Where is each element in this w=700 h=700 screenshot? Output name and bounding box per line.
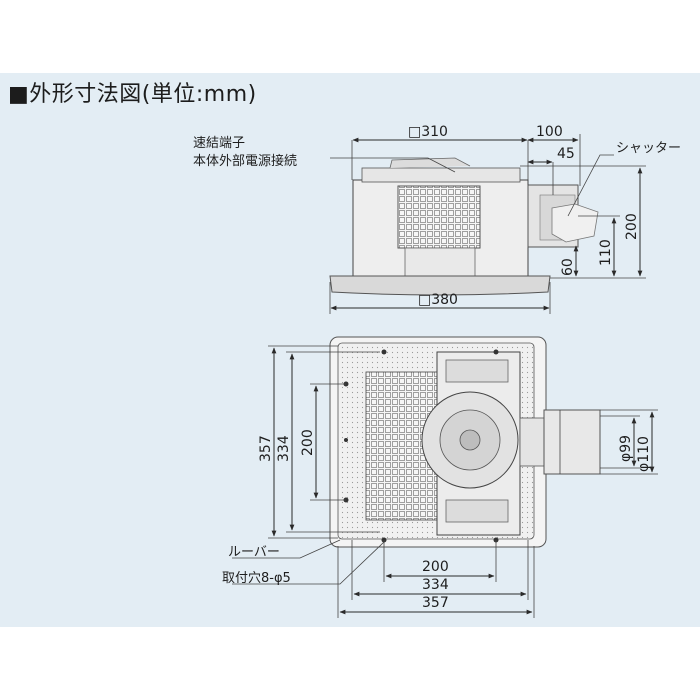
dim-left-outer: 357 [258,435,274,462]
dim-duct-inner-dia: φ99 [618,435,634,462]
louver-leader [232,539,341,559]
connector-sub-label: 本体外部電源接続 [193,153,297,169]
louver-label: ルーバー [228,545,280,560]
side-dimensions: □310 100 45 200 110 60 □380 [329,124,646,314]
mount-hole-leader [232,541,385,585]
shutter-label: シャッター [616,141,681,156]
mount-hole [381,349,387,355]
side-bottom-panel [329,275,551,296]
side-housing-top [361,167,521,183]
dim-duct-center-height: 110 [598,239,614,266]
motor-hump [389,157,471,169]
duct-collar [519,417,545,467]
top-bracket [445,359,509,383]
shutter-flap [551,203,599,243]
top-dimensions: 357 334 200 200 334 357 φ99 φ110 [232,345,658,618]
page-title: ■外形寸法図(単位:mm) [8,82,257,107]
connector-label: 速結端子 [193,136,245,151]
connector-leader [330,157,456,173]
motor-shaft [459,429,481,451]
dim-height-total: 200 [624,213,640,240]
dim-bottom-inner: 200 [422,559,449,575]
side-motor-base [404,247,476,277]
dim-top-square: □310 [408,124,448,140]
mount-hole [344,438,348,442]
dim-top-duct-offset: 45 [557,146,575,162]
dim-left-mid: 334 [276,435,292,462]
dim-duct-outer-dia: φ110 [636,436,652,472]
dim-bottom-outer: 357 [422,595,449,611]
bottom-bracket [445,499,509,523]
mount-hole [493,349,499,355]
mount-holes-label: 取付穴8-φ5 [222,571,291,586]
dim-duct-bottom-height: 60 [560,258,576,276]
dim-top-duct-length: 100 [536,124,563,140]
top-view [329,336,601,548]
dim-panel-square: □380 [418,292,458,308]
side-grille [397,185,481,249]
duct-outlet [543,409,601,475]
dim-left-inner: 200 [300,429,316,456]
dim-bottom-mid: 334 [422,577,449,593]
shutter-leader [567,154,614,217]
side-view [329,157,599,296]
